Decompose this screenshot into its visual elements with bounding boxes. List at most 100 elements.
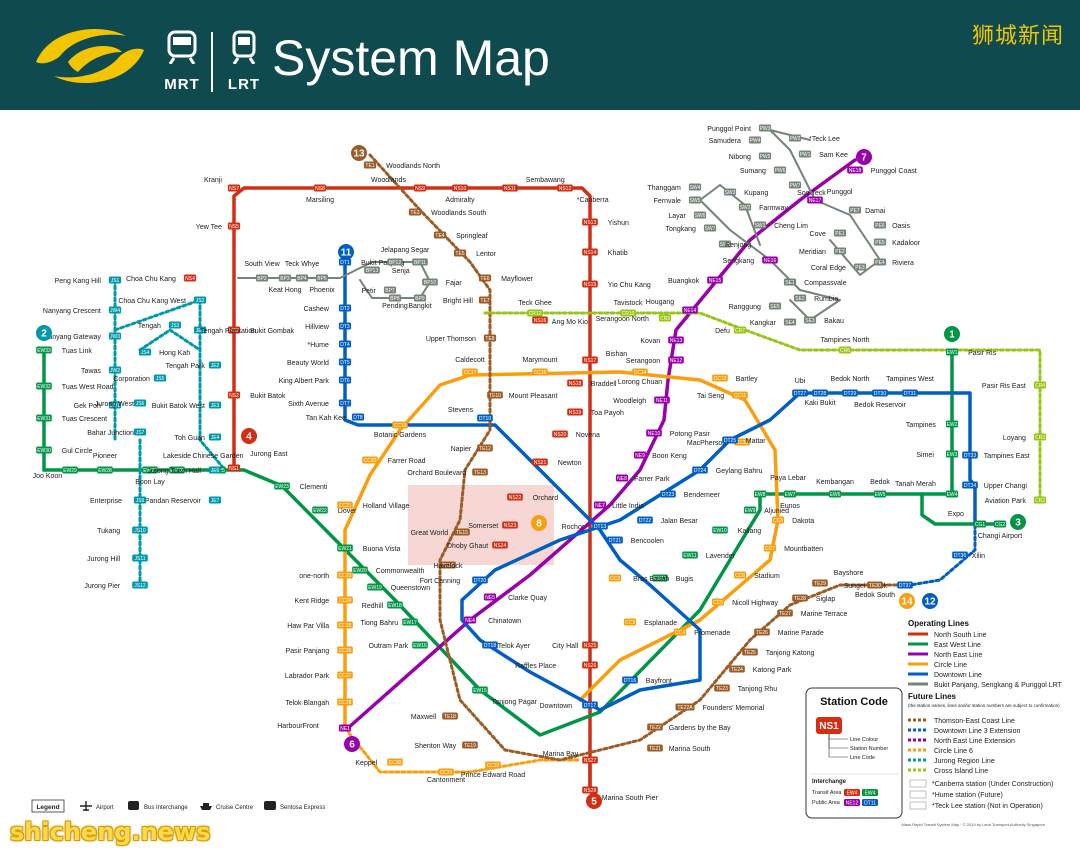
station-teck-lee[interactable]: PW2*Teck Lee (788, 134, 840, 144)
